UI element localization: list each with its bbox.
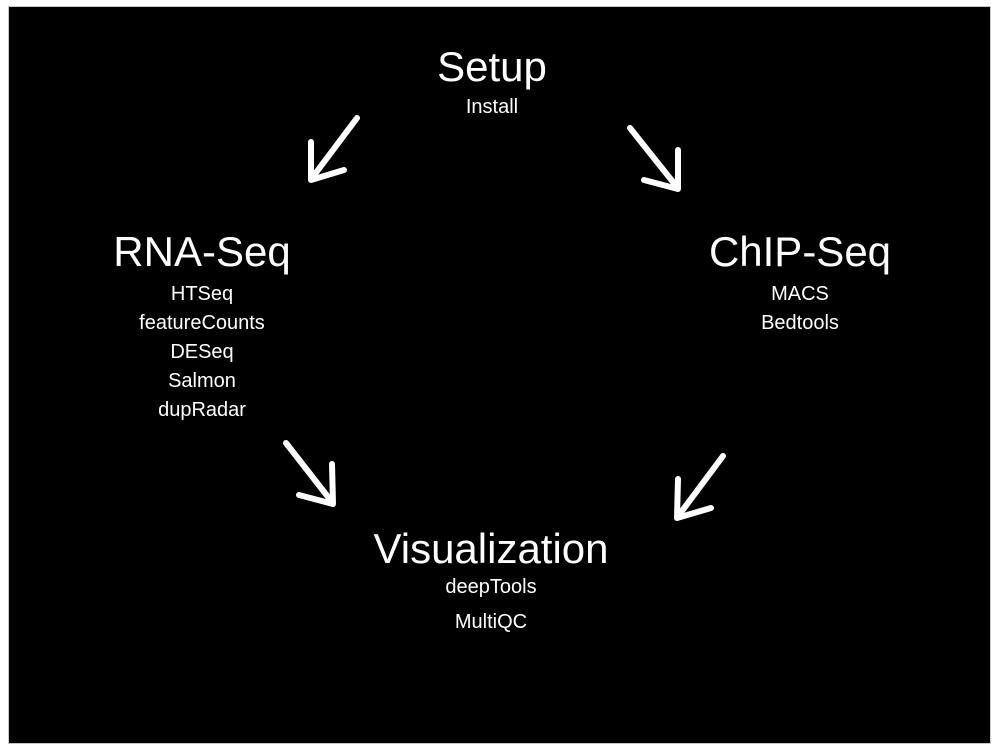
node-items-chip-seq: MACS Bedtools [709,280,891,338]
node-items-rna-seq: HTSeq featureCounts DESeq Salmon dupRada… [113,280,290,425]
node-item: Bedtools [761,312,839,334]
node-title-setup: Setup [437,43,547,90]
slide [9,7,990,743]
node-setup: Setup Install [437,43,547,122]
node-title-chip-seq: ChIP-Seq [708,228,892,275]
arrow-down-left-icon [308,115,360,183]
node-item: MultiQC [454,611,528,633]
node-title-rna-seq: RNA-Seq [113,228,291,275]
arrow-down-left-icon [674,453,726,521]
node-visualization: Visualization deepTools MultiQC [373,525,608,637]
node-rna-seq: RNA-Seq HTSeq featureCounts DESeq Salmon… [113,228,290,425]
node-title-visualization: Visualization [373,525,609,572]
arrow-down-right-icon [627,125,681,192]
node-item: DESeq [170,341,234,363]
node-chip-seq: ChIP-Seq MACS Bedtools [709,228,891,338]
arrow-down-right-icon [283,440,336,507]
node-item: dupRadar [158,399,246,421]
node-item: HTSeq [170,283,234,305]
node-items-setup: Install [437,93,547,122]
node-item: Install [465,96,519,118]
node-items-visualization: deepTools MultiQC [373,573,608,637]
node-item: deepTools [445,576,537,598]
node-item: featureCounts [139,312,265,334]
node-item: MACS [771,283,829,305]
node-item: Salmon [168,370,236,392]
